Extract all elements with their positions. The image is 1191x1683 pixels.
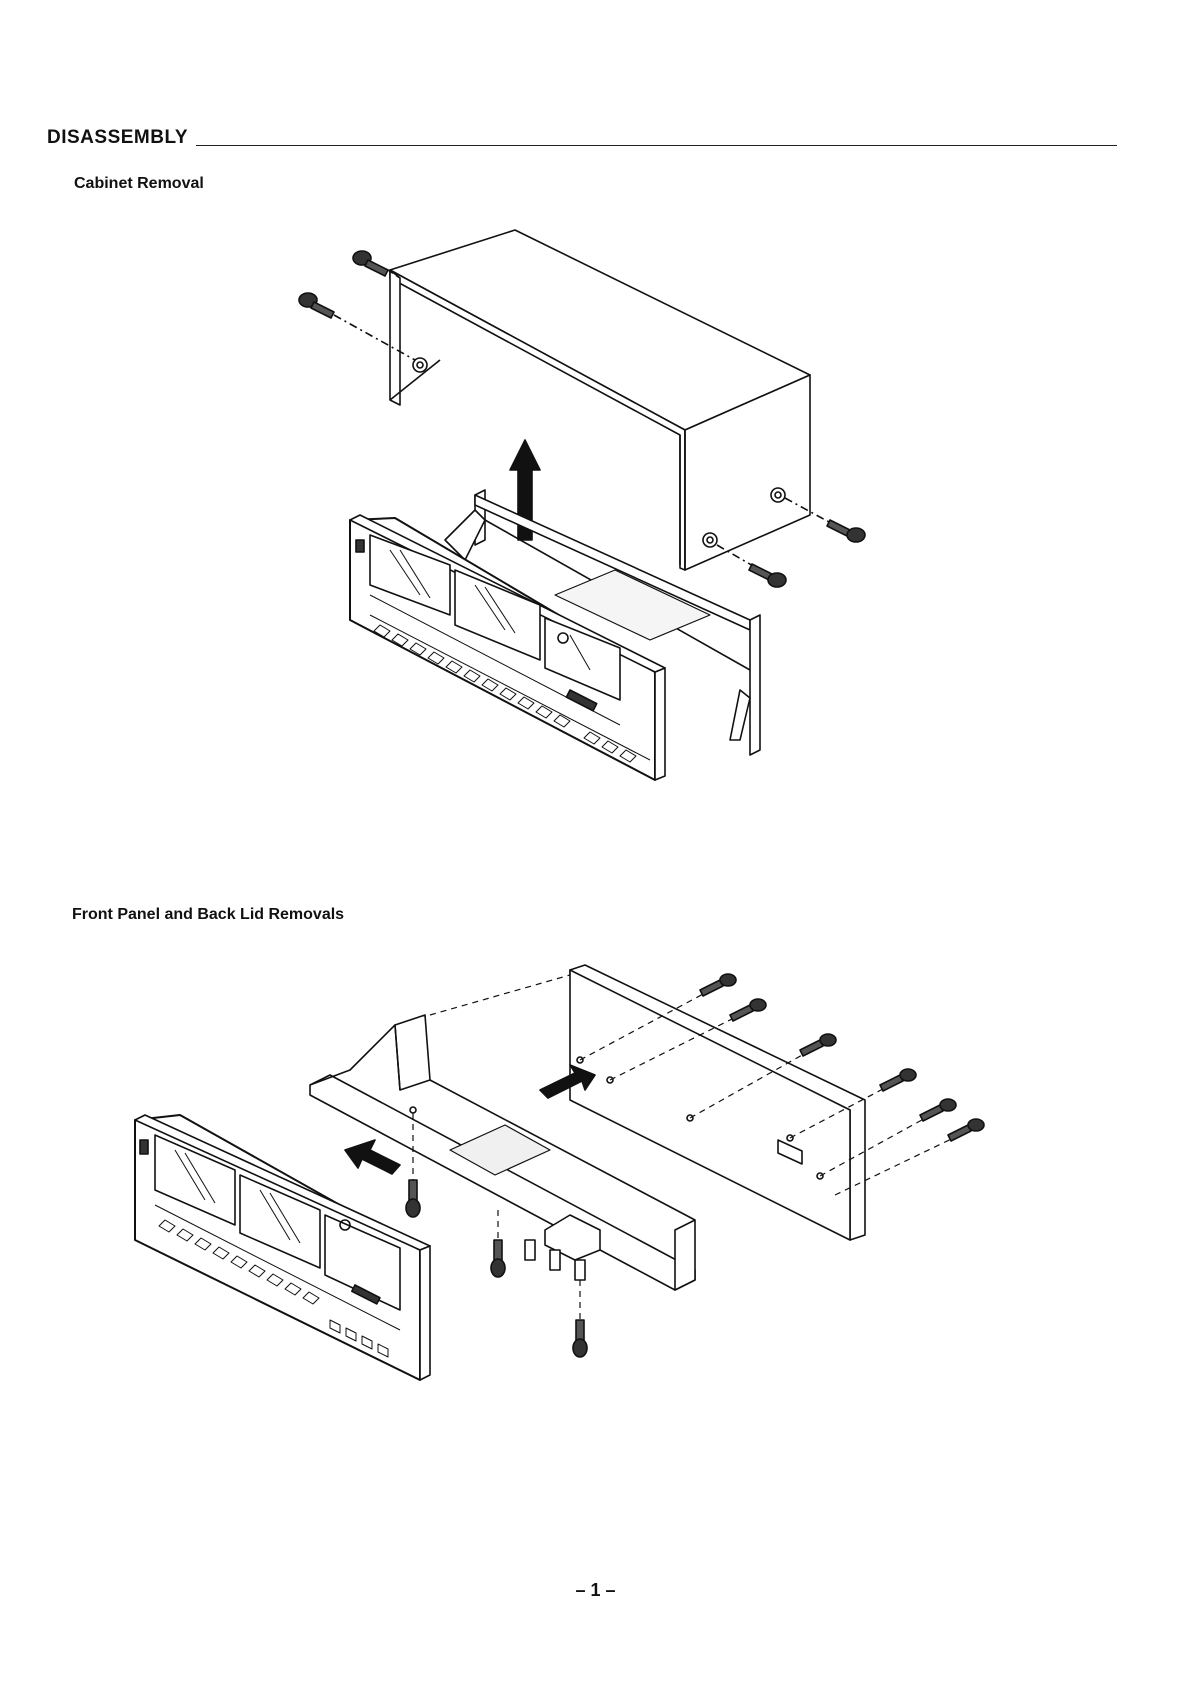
front-panel-back-lid-heading: Front Panel and Back Lid Removals xyxy=(72,906,344,924)
back-lid xyxy=(570,965,865,1240)
page-number: – 1 – xyxy=(0,1580,1191,1601)
page-title: DISASSEMBLY xyxy=(47,127,188,149)
front-panel xyxy=(350,515,665,780)
screw-icon xyxy=(920,1099,956,1121)
screw-icon xyxy=(573,1320,587,1357)
heading-rule xyxy=(196,145,1117,146)
cabinet-removal-diagram xyxy=(270,220,890,860)
front-panel xyxy=(135,1115,430,1380)
screw-icon xyxy=(700,974,736,996)
screw-icon xyxy=(730,999,766,1021)
cabinet-cover xyxy=(390,230,810,570)
cabinet-removal-heading: Cabinet Removal xyxy=(74,175,204,193)
screw-icon xyxy=(948,1119,984,1141)
screw-icon xyxy=(406,1180,420,1217)
section-heading: DISASSEMBLY xyxy=(47,125,1117,149)
screw-icon xyxy=(299,293,334,318)
front-panel-back-lid-diagram xyxy=(130,950,1080,1510)
screw-icon xyxy=(800,1034,836,1056)
screw-icon xyxy=(880,1069,916,1091)
screw-icon xyxy=(353,251,388,276)
screw-icon xyxy=(827,520,865,542)
screw-icon xyxy=(749,564,786,587)
arrow-icon xyxy=(345,1140,400,1174)
screw-icon xyxy=(491,1240,505,1277)
